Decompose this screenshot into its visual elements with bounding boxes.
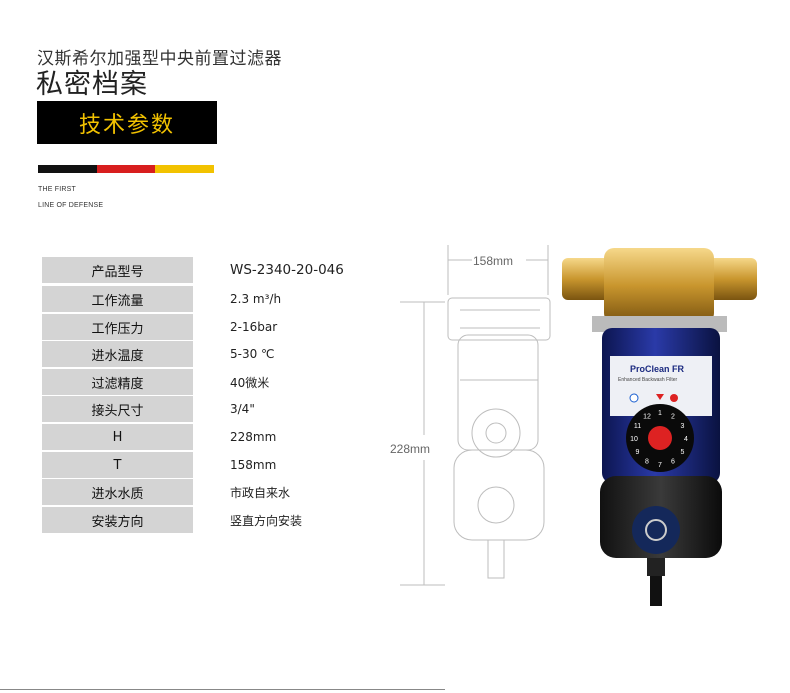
spec-label: 接头尺寸 [42, 396, 193, 422]
spec-value: 竖直方向安装 [230, 513, 303, 528]
spec-row: 进水水质 市政自来水 [38, 479, 378, 505]
spec-row: T 158mm [38, 452, 378, 478]
flag-gold-stripe [155, 165, 215, 173]
spec-value: 2.3 m³/h [230, 292, 282, 306]
section-badge: 技术参数 [37, 101, 217, 144]
dial-number: 10 [630, 436, 638, 443]
flag-red-stripe [96, 165, 156, 173]
german-flag-stripe [38, 165, 215, 173]
spec-label: 进水水质 [42, 479, 193, 505]
spec-label: 进水温度 [42, 341, 193, 367]
spec-value: 市政自来水 [230, 485, 291, 500]
product-subtitle: 汉斯希尔加强型中央前置过滤器 [37, 49, 282, 69]
dial-number: 3 [681, 423, 685, 430]
dial-number: 9 [636, 449, 640, 456]
spec-row: 安装方向 竖直方向安装 [38, 507, 378, 533]
dial-number: 1 [658, 410, 662, 417]
spec-value: 2-16bar [230, 320, 278, 334]
spec-value: 228mm [230, 430, 277, 444]
product-brand-subline: Enhanced Backwash Filter [618, 377, 678, 383]
spec-row: 过滤精度 40微米 [38, 369, 378, 395]
spec-value: 40微米 [230, 375, 270, 390]
flag-black-stripe [38, 165, 97, 173]
width-dimension-label: 158mm [473, 254, 514, 268]
dial-number: 11 [634, 423, 641, 430]
dial-number: 6 [671, 459, 675, 466]
spec-label: 过滤精度 [42, 369, 193, 395]
spec-row: 工作压力 2-16bar [38, 314, 378, 340]
spec-value: WS-2340-20-046 [230, 262, 344, 278]
spec-value: 158mm [230, 458, 277, 472]
tagline-line-1: THE FIRST [38, 186, 76, 193]
page-title: 私密档案 [36, 69, 148, 100]
spec-label: 工作流量 [42, 286, 193, 312]
height-dimension-label: 228mm [390, 442, 431, 456]
spec-row: H 228mm [38, 424, 378, 450]
spec-row: 产品型号 WS-2340-20-046 [38, 257, 378, 283]
dial-number: 4 [684, 436, 688, 443]
bottom-divider [0, 689, 445, 690]
spec-row: 工作流量 2.3 m³/h [38, 286, 378, 312]
spec-label: 工作压力 [42, 314, 193, 340]
tagline-line-2: LINE OF DEFENSE [38, 202, 104, 209]
dial-number: 12 [643, 414, 651, 421]
spec-value: 3/4" [230, 402, 255, 416]
product-brand: ProClean FR [630, 364, 685, 374]
dial-number: 8 [645, 459, 649, 466]
spec-label: 安装方向 [42, 507, 193, 533]
dial-number: 7 [658, 462, 662, 469]
spec-value: 5-30 ℃ [230, 347, 275, 361]
dimension-drawing [400, 245, 551, 586]
spec-label: H [42, 424, 193, 450]
spec-label: T [42, 452, 193, 478]
dial-number: 5 [681, 449, 685, 456]
spec-row: 接头尺寸 3/4" [38, 396, 378, 422]
spec-row: 进水温度 5-30 ℃ [38, 341, 378, 367]
spec-label: 产品型号 [42, 257, 193, 283]
dial-number: 2 [671, 414, 675, 421]
